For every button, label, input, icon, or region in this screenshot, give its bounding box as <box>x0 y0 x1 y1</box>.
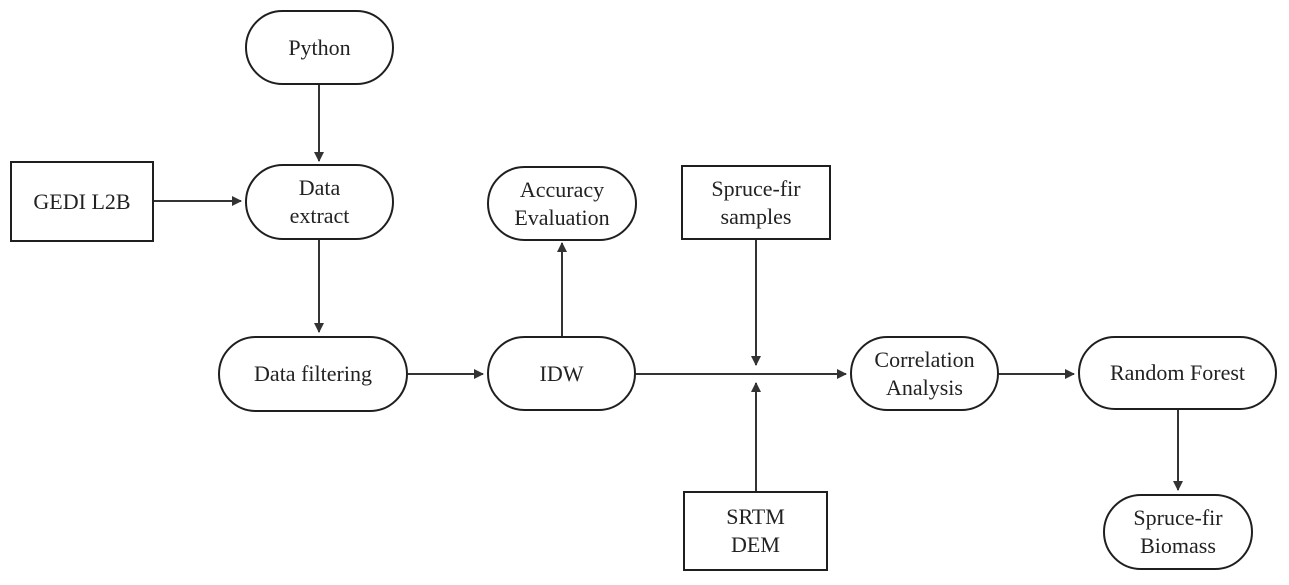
node-data-extract-label: Data extract <box>289 175 350 228</box>
node-correlation-analysis[interactable]: Correlation Analysis <box>850 336 999 411</box>
node-idw[interactable]: IDW <box>487 336 636 411</box>
node-python[interactable]: Python <box>245 10 394 85</box>
node-spruce-fir-biomass-label: Spruce-fir Biomass <box>1133 505 1223 558</box>
node-srtm-dem[interactable]: SRTM DEM <box>683 491 828 571</box>
node-accuracy-evaluation[interactable]: Accuracy Evaluation <box>487 166 637 241</box>
node-idw-label: IDW <box>539 360 584 386</box>
node-random-forest-label: Random Forest <box>1109 360 1246 385</box>
node-data-filtering-label: Data filtering <box>254 361 372 386</box>
node-spruce-fir-samples-label: Spruce-fir samples <box>711 175 801 229</box>
node-data-extract[interactable]: Data extract <box>245 164 394 240</box>
node-accuracy-evaluation-label: Accuracy Evaluation <box>514 176 610 230</box>
node-correlation-analysis-label: Correlation Analysis <box>874 346 975 400</box>
node-gedi-l2b-label: GEDI L2B <box>33 188 131 214</box>
node-data-filtering[interactable]: Data filtering <box>218 336 408 412</box>
node-spruce-fir-samples[interactable]: Spruce-fir samples <box>681 165 831 240</box>
node-srtm-dem-label: SRTM DEM <box>726 504 785 557</box>
node-gedi-l2b[interactable]: GEDI L2B <box>10 161 154 242</box>
node-spruce-fir-biomass[interactable]: Spruce-fir Biomass <box>1103 494 1253 570</box>
node-random-forest[interactable]: Random Forest <box>1078 336 1277 410</box>
node-python-label: Python <box>288 34 351 60</box>
